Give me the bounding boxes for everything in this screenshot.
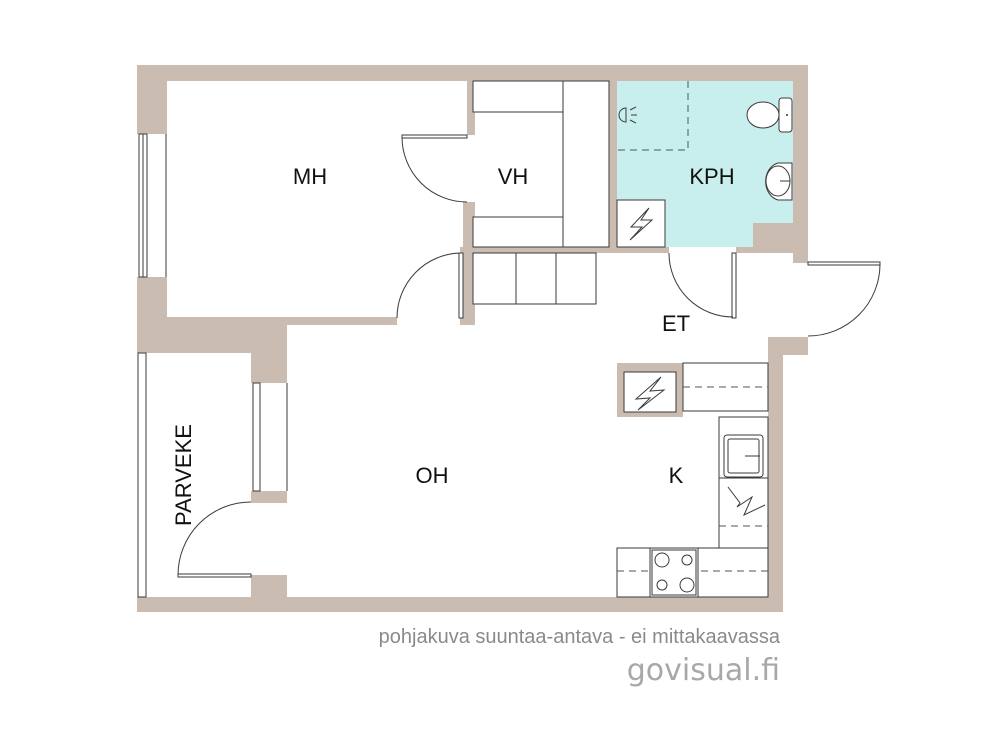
door-balcony[interactable] — [177, 501, 252, 578]
shower-head-icon — [618, 106, 637, 124]
room-label-vh: VH — [498, 164, 529, 189]
balcony-railing — [137, 352, 147, 598]
lightning-icon — [634, 376, 666, 411]
lightning-icon — [629, 207, 654, 241]
room-label-mh: MH — [293, 164, 327, 189]
electric-box-bathroom — [616, 199, 666, 248]
fridge — [682, 362, 769, 412]
stove-icon — [649, 547, 699, 598]
door-entrance[interactable] — [807, 261, 881, 337]
wardrobe-vh — [472, 80, 610, 248]
window-oh — [252, 382, 288, 492]
room-label-parveke: PARVEKE — [171, 424, 196, 526]
dishwasher-lightning-icon — [727, 486, 766, 517]
room-label-et: ET — [662, 311, 690, 336]
walls — [137, 65, 808, 612]
electric-box-kitchen — [623, 371, 677, 413]
door-mh[interactable] — [396, 252, 464, 319]
room-label-kph: KPH — [689, 164, 734, 189]
wardrobe-hall — [472, 252, 597, 305]
kitchen-sink-icon — [723, 434, 764, 478]
room-label-k: K — [669, 463, 684, 488]
brand-logo-text: govisual.fi — [627, 653, 780, 688]
window-mh — [138, 133, 167, 278]
room-label-oh: OH — [416, 463, 449, 488]
door-mh-vh[interactable] — [401, 134, 468, 203]
door-kph[interactable] — [668, 252, 737, 319]
washbasin-icon — [765, 162, 793, 201]
toilet-icon — [746, 97, 793, 133]
disclaimer-text: pohjakuva suuntaa-antava - ei mittakaava… — [379, 626, 781, 648]
